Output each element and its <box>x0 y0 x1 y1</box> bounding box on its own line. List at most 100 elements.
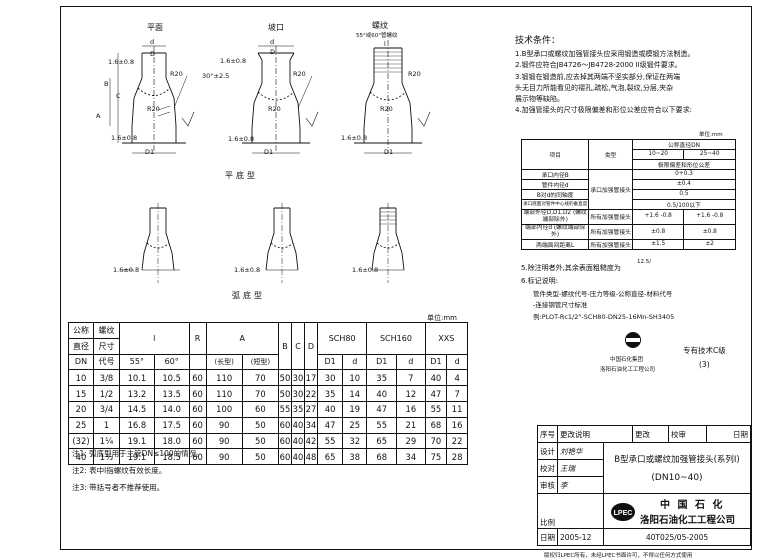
note-6: 6.标记说明: <box>521 277 559 285</box>
table-cell: 10 <box>342 369 368 387</box>
figure-thread-end <box>354 40 431 154</box>
dim-roughness-6: 1.6±0.8 <box>352 266 379 274</box>
table-cell: 50 <box>241 448 280 466</box>
th-l: l <box>119 322 190 355</box>
table-cell: 30 <box>291 369 305 387</box>
table-cell: 35 <box>316 385 344 402</box>
tol-value: 0.5 <box>631 188 737 200</box>
tolerance-table: 项目 类型 公称直径DN 10~20 25~40 极限偏差和形位公差 承口内径B… <box>520 139 737 250</box>
tol-h-dev: 极限偏差和形位公差 <box>631 158 737 170</box>
dim-roughness-2b: 1.6±0.8 <box>228 135 255 143</box>
note-5: 5.除注明者外,其余表面粗糙度为 <box>521 264 621 272</box>
table-cell: 14 <box>342 385 368 402</box>
dim-D1-3: D1 <box>384 148 394 156</box>
th-sch160: SCH160 <box>366 322 426 355</box>
tb-change: 更改说明 <box>557 425 633 443</box>
dim-a-1: A <box>96 112 101 120</box>
table-cell: 32 <box>342 432 368 450</box>
dim-l: l <box>384 40 386 48</box>
table-cell: 65 <box>316 448 344 466</box>
table-cell: 3/8 <box>93 369 120 387</box>
table-row: 两端面间距离L 所有加强管接头 ±1.5 ±2 <box>520 238 736 250</box>
table-cell: 3/4 <box>93 400 120 418</box>
tol-item: 两端面间距离L <box>520 238 590 250</box>
table-cell: 60 <box>188 416 207 434</box>
tol-value: ±0.8 <box>631 223 685 240</box>
logo-icon <box>625 332 641 348</box>
table-cell: 60 <box>278 416 292 434</box>
th-sch80: SCH80 <box>316 322 368 355</box>
th-dn-1: 公称 <box>68 322 94 339</box>
table-cell: 110 <box>205 369 243 387</box>
tb-sig1: 刘艳华 <box>557 442 604 460</box>
stamp-right-title: 专有技术C级 <box>683 346 726 355</box>
tb-reviewer: 审核 <box>537 476 558 494</box>
th-d: D <box>304 321 318 371</box>
table-cell: 27 <box>304 400 318 418</box>
table-cell: 75 <box>424 448 448 466</box>
th-c: C <box>291 321 305 371</box>
table-cell: 35 <box>366 369 398 387</box>
tol-h-item: 项目 <box>520 139 590 170</box>
table-cell: 70 <box>241 385 280 402</box>
table-cell: 90 <box>205 448 243 466</box>
tol-value: 0+0.3 <box>631 168 737 180</box>
tol-item: 端部内径d (螺纹端部除外) <box>520 223 590 240</box>
label-thread-note: 55°或60°管螺纹 <box>356 33 398 39</box>
tol-value: ±0.4 <box>631 178 737 190</box>
table-cell: 17 <box>304 369 318 387</box>
footnote-2: 注2: 表中l指螺纹有效长度。 <box>72 466 167 475</box>
stamp-org2: 洛阳石油化工工程公司 <box>600 367 656 373</box>
note-line: 4.加强管接头的尺寸极限偏差和形位公差应符合以下要求: <box>515 106 693 115</box>
tb-drawing-no: 40T025/05-2005 <box>603 528 751 546</box>
th-sch160-d: d <box>396 353 426 371</box>
note-line: 展示物等缺陷。 <box>515 95 564 104</box>
table-cell: 47 <box>316 416 344 434</box>
table-cell: 48 <box>304 448 318 466</box>
tol-type: 承口加强管接头 <box>588 168 633 210</box>
th-sch80-d1: D1 <box>316 353 344 371</box>
table-cell: 40 <box>291 432 305 450</box>
logo-text: LPEC <box>614 510 633 517</box>
dim-roughness-2: 1.6±0.8 <box>220 57 247 65</box>
tb-design: 设计 <box>537 442 558 460</box>
note-line: 3.锻锻在锻造前,应去掉其两端不坚实部分,保证在两端 <box>515 72 681 81</box>
note-6a: 管件类型-螺纹代号-压力等级-公称直径-材料代号 <box>533 290 673 298</box>
table-cell: 28 <box>446 448 468 466</box>
dim-r20-3b: R20 <box>380 105 393 113</box>
dim-D-2: D <box>270 48 276 56</box>
table-cell: 7 <box>446 385 468 402</box>
table-cell: 16 <box>446 416 468 434</box>
tol-value: ±2 <box>683 238 736 250</box>
th-xxs-d1: D1 <box>424 353 448 371</box>
stamp-right-num: (3) <box>699 360 710 369</box>
note-6c: 例:PLOT-Rc1/2"-SCH80-DN25-16Mn-SH3405 <box>533 313 675 321</box>
dim-r20-3: R20 <box>408 70 421 78</box>
th-sch160-d1: D1 <box>366 353 398 371</box>
th-thread-3: 代号 <box>93 353 120 371</box>
table-cell: 60 <box>241 400 280 418</box>
dim-D1-2: D1 <box>264 148 274 156</box>
drawing-frame <box>60 6 752 550</box>
table-cell: 55 <box>278 400 292 418</box>
label-flat-bottom: 平底型 <box>225 171 258 180</box>
table-cell: 34 <box>304 416 318 434</box>
tb-checker: 校对 <box>537 459 558 477</box>
tb-seq: 序号 <box>537 425 558 443</box>
table-cell: 16.8 <box>119 416 155 434</box>
dim-r20-1: R20 <box>170 70 183 78</box>
table-cell: 10 <box>68 369 94 387</box>
label-arc-bottom: 弧底型 <box>232 291 265 300</box>
figure-flat-end <box>109 45 195 154</box>
tb-company-cell: LPEC 中 国 石 化 洛阳石油化工工程公司 <box>603 493 751 529</box>
dim-r20-2: R20 <box>293 70 306 78</box>
table-cell: 55 <box>424 400 448 418</box>
table-cell: 22 <box>304 385 318 402</box>
table-cell: 50 <box>278 385 292 402</box>
table-cell: 42 <box>304 432 318 450</box>
dim-bevel: 30°±2.5 <box>202 72 230 80</box>
tol-item: 承口内径B <box>520 168 590 180</box>
